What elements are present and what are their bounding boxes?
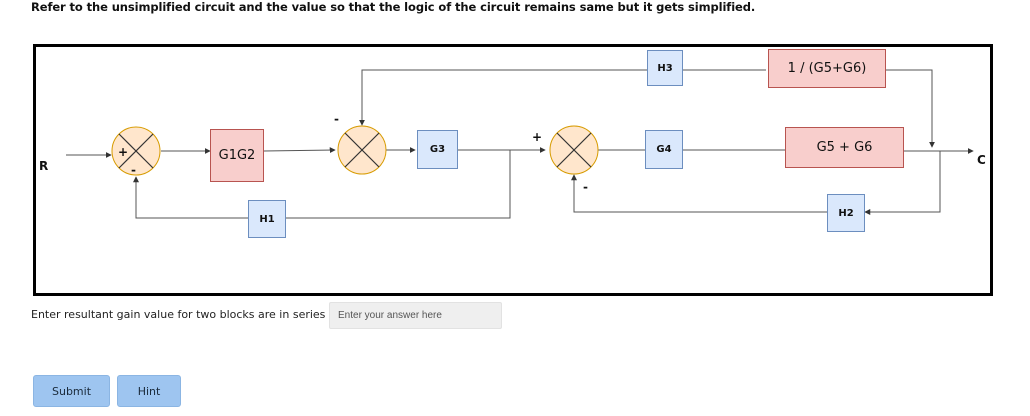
instruction-text: Refer to the unsimplified circuit and th…: [31, 0, 756, 14]
sum2-minus-sign: -: [334, 112, 339, 126]
block-h2: H2: [827, 194, 865, 232]
hint-button[interactable]: Hint: [117, 375, 181, 407]
sum1-minus-sign: -: [131, 163, 136, 177]
block-g5-plus-g6: G5 + G6: [785, 127, 904, 168]
block-g1g2: G1G2: [210, 129, 264, 182]
summing-junction-2: [337, 125, 387, 175]
input-label-r: R: [39, 159, 49, 173]
summing-junction-3: [549, 125, 599, 175]
block-h1: H1: [248, 200, 286, 238]
summing-junction-1: [111, 126, 161, 176]
sum3-plus-sign: +: [532, 130, 543, 144]
diagram-border: [33, 44, 993, 296]
sum3-minus-sign: -: [583, 180, 588, 194]
sum1-plus-sign: +: [118, 145, 129, 159]
block-diagram-canvas: [33, 44, 993, 296]
block-g4: G4: [645, 130, 683, 169]
block-h3: H3: [647, 50, 683, 86]
block-inverse-g5-g6: 1 / (G5+G6): [768, 49, 886, 88]
block-g3: G3: [417, 130, 458, 169]
question-label: Enter resultant gain value for two block…: [31, 308, 333, 321]
output-label-c: C: [977, 153, 986, 167]
signal-lines: [66, 69, 974, 219]
block-diagram: G1G2 G3 G4 H1 H2 H3 G5 + G6 1 / (G5+G6) …: [33, 44, 993, 296]
answer-input[interactable]: [329, 302, 502, 329]
submit-button[interactable]: Submit: [33, 375, 110, 407]
